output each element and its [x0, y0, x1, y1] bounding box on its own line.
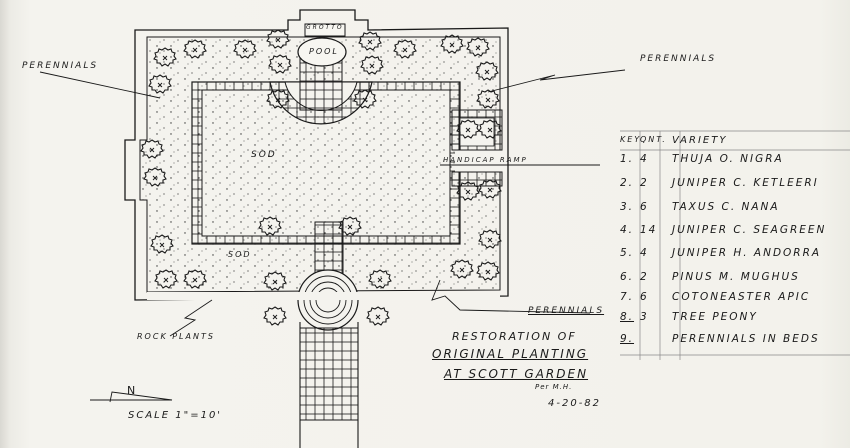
legend-qty: 6 [640, 291, 649, 303]
legend-key: 4. [620, 224, 635, 236]
legend-variety: PERENNIALS IN BEDS [672, 333, 820, 345]
legend-key: 2. [620, 177, 635, 189]
title-line-2: ORIGINAL PLANTING [432, 347, 589, 361]
legend-qty: 4 [640, 153, 649, 165]
legend-qty: 2 [640, 271, 649, 283]
legend-qty: 6 [640, 201, 649, 213]
legend-variety: COTONEASTER APIC [672, 291, 811, 303]
drawing-date: 4-20-82 [548, 398, 602, 409]
legend-variety: JUNIPER H. ANDORRA [672, 247, 822, 259]
legend-key: 5. [620, 247, 635, 259]
legend-variety: THUJA O. NIGRA [672, 153, 784, 165]
sod-main-label: SOD [251, 150, 277, 160]
north-label: N [127, 384, 138, 397]
handicap-ramp-label: HANDICAP RAMP [443, 156, 528, 164]
legend-header-variety: VARIETY [672, 135, 728, 146]
pool-label: POOL [309, 47, 339, 56]
legend-variety: JUNIPER C. SEAGREEN [672, 224, 827, 236]
legend-qty: 14 [640, 224, 658, 236]
legend-key: 7. [620, 291, 635, 303]
perennials-right-label: PERENNIALS [640, 54, 717, 64]
legend-variety: PINUS M. MUGHUS [672, 271, 800, 283]
legend-qty: 2 [640, 177, 649, 189]
title-line-1: RESTORATION OF [452, 330, 577, 343]
grotto-pool [269, 23, 373, 125]
handicap-ramp-area [451, 109, 507, 187]
legend-variety: JUNIPER C. KETLEERI [672, 177, 819, 189]
legend-key: 3. [620, 201, 635, 213]
legend-variety: TAXUS C. NANA [672, 201, 780, 213]
grotto-label: GROTTO [306, 24, 344, 31]
sod-lower-label: SOD [228, 250, 252, 259]
legend-key: 1. [620, 153, 635, 165]
author-initials: Per M.H. [535, 383, 573, 391]
legend-header-key: KEY [620, 135, 642, 144]
rock-plants-label: ROCK PLANTS [137, 332, 215, 341]
title-line-3: AT SCOTT GARDEN [444, 367, 589, 381]
legend-header-qty: QNT. [640, 135, 667, 144]
legend-key: 9. [620, 333, 635, 345]
legend-key: 6. [620, 271, 635, 283]
scale-label: SCALE 1"=10' [128, 410, 223, 421]
leader-lines [39, 69, 626, 403]
perennials-bottom-label: PERENNIALS [528, 306, 605, 316]
perennials-left-label: PERENNIALS [22, 61, 99, 71]
legend-variety: TREE PEONY [672, 311, 758, 323]
legend-qty: 3 [640, 311, 649, 323]
legend-key: 8. [620, 311, 635, 323]
legend-qty: 4 [640, 247, 649, 259]
legend-grid [620, 130, 850, 360]
bottom-circle-walk [147, 221, 500, 448]
